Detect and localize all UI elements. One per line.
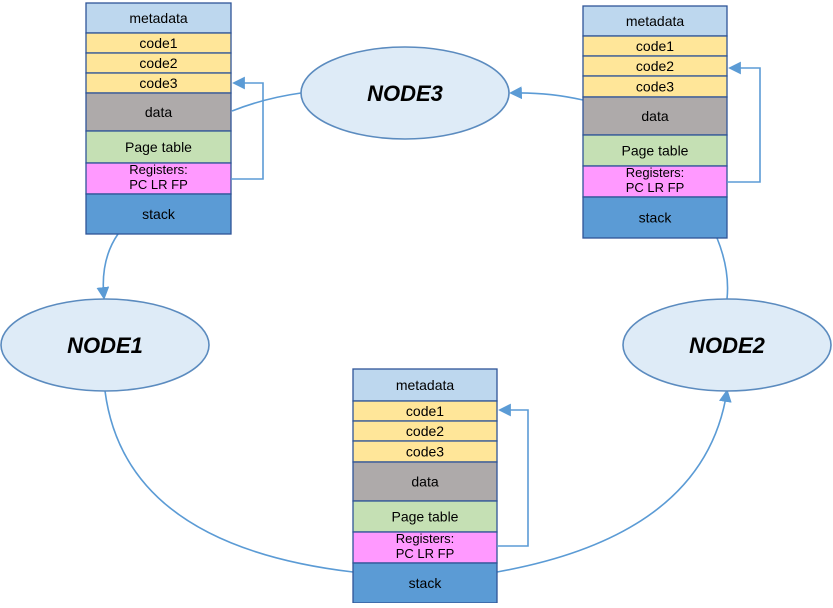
registers-label-line: Registers: (129, 162, 188, 177)
connector-bottom-to-node2 (496, 389, 732, 573)
connector-node3-to-topleft (231, 92, 302, 112)
data-block (352, 461, 498, 502)
page-table-block (85, 130, 232, 164)
register-to-code1-arrow-bottom (497, 403, 529, 547)
node2-label: NODE2 (689, 333, 766, 358)
registers-label-line: PC LR FP (626, 180, 685, 195)
connector-topright-to-node3 (509, 86, 584, 101)
register-to-code3-arrow-top-left (231, 76, 264, 180)
data-label: data (145, 104, 172, 120)
node2-ellipse: NODE2 (622, 298, 832, 392)
register-arrows (231, 61, 761, 547)
page-table-block (582, 134, 728, 167)
code-label: code1 (636, 38, 674, 54)
code-label: code2 (139, 55, 177, 71)
node1-label: NODE1 (67, 333, 143, 358)
metadata-block (85, 2, 232, 34)
code-label: code2 (636, 58, 674, 74)
data-block (582, 96, 728, 136)
metadata-label: metadata (626, 13, 685, 29)
stack-block (582, 196, 728, 239)
page-table-block (352, 500, 498, 533)
connector-node2-to-topright (716, 237, 729, 300)
stack-label: stack (142, 206, 176, 222)
code-label: code2 (406, 423, 444, 439)
code-label: code1 (406, 403, 444, 419)
page-table-label: Page table (622, 143, 689, 159)
data-label: data (641, 108, 668, 124)
code-label: code3 (139, 75, 177, 91)
stack-block (352, 562, 498, 604)
node1-ellipse: NODE1 (0, 298, 210, 392)
metadata-label: metadata (129, 10, 188, 26)
metadata-block (582, 5, 728, 37)
connector-topleft-to-node1 (96, 233, 119, 300)
registers-label-line: Registers: (626, 165, 685, 180)
code-label: code1 (139, 35, 177, 51)
node2-shape (622, 298, 832, 392)
registers-block (582, 165, 728, 198)
nodes: NODE1 NODE2 NODE3 (0, 46, 832, 392)
code-label: code3 (406, 444, 444, 460)
code-label: code3 (636, 79, 674, 95)
node3-shape (300, 46, 510, 140)
register-to-code2-arrow-top-right (727, 61, 761, 183)
data-block (85, 92, 232, 132)
stack-label: stack (409, 575, 443, 591)
page-table-label: Page table (125, 139, 192, 155)
data-label: data (411, 474, 438, 490)
metadata-label: metadata (396, 377, 455, 393)
node1-shape (0, 298, 210, 392)
node3-ellipse: NODE3 (300, 46, 510, 140)
registers-label-line: Registers: (396, 531, 455, 546)
registers-label-line: PC LR FP (129, 177, 188, 192)
stack-block (85, 193, 232, 235)
connector-node1-to-bottom (104, 390, 354, 573)
page-table-label: Page table (392, 509, 459, 525)
connectors (96, 86, 732, 573)
registers-label-line: PC LR FP (396, 546, 455, 561)
stack-label: stack (639, 210, 673, 226)
node3-label: NODE3 (367, 81, 443, 106)
